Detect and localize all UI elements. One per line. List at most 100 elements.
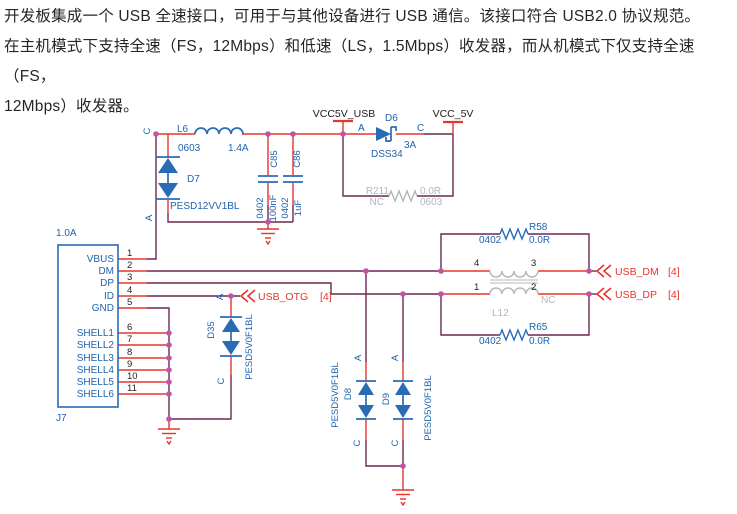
l12-pin4-number: 4 [474,258,479,269]
usb-dm-net-label: USB_DM [615,266,659,278]
l6-inductor-icon [194,127,244,135]
r211-right-leg [417,134,454,197]
vbus-wire [147,134,157,260]
j7-pin-number: 9 [127,359,132,370]
c86-capacitor-icon [283,175,303,183]
l12-choke-icon [489,270,539,295]
d7-triangle-down [158,183,178,198]
r211-left-leg [342,134,389,197]
d35-return-wire [169,375,232,420]
d6-ref-label: D6 [385,113,398,124]
j7-pin-number: 5 [127,297,132,308]
j7-pin-number: 11 [127,383,137,394]
d9-triangle-up [395,382,411,395]
r65-footprint-label: 0402 [479,336,502,347]
usb-dm-offpage-arrow-icon [595,264,612,278]
r58-value-label: 0.0R [529,235,550,246]
d6-schottky-hooks [385,126,397,142]
j7-pin-name: SHELL3 [77,353,115,364]
d9-triangle-down [395,405,411,418]
d9-ref-label: D9 [381,393,392,405]
j7-pin-name: VBUS [87,254,115,265]
j7-pin-name: SHELL6 [77,389,115,400]
l12-pin1-number: 1 [474,282,479,293]
d7-pin-c-label: C [142,127,153,134]
r65-resistor-icon [499,328,529,342]
cap-ground-rail [167,213,293,223]
j7-pin-number: 10 [127,371,138,382]
j7-pin-name: SHELL4 [77,365,115,376]
d35-ref-label: D35 [206,321,217,338]
r211-footprint-label: 0603 [420,197,443,208]
r65-ref-label: R65 [529,322,548,333]
j7-pin-number: 3 [127,272,132,283]
vcc5v-usb-label: VCC5V_USB [313,108,375,120]
j7-pin-name: DM [98,266,114,277]
r211-ref-label: R211 [366,186,390,197]
j7-pin-number: 6 [127,322,132,333]
j7-pin-number: 7 [127,334,132,345]
c85-footprint-label: 0402 [255,197,266,218]
l12-status-label: NC [541,295,555,306]
r65-right-leg [528,294,590,336]
j7-connector-body [57,244,119,408]
d35-tvs-icon [220,316,242,357]
d6-schottky-icon [376,126,397,142]
junction-dots [153,131,592,469]
d8-triangle-up [358,382,374,395]
c86-value-label: 1uF [293,200,304,217]
j7-pin-name: GND [92,303,114,314]
r211-value-label: 0.0R [420,186,441,197]
d6-pin-a-label: A [358,123,365,134]
l12-top-winding [489,270,539,278]
intro-line-2: 在主机模式下支持全速（FS，12Mbps）和低速（LS，1.5Mbps）收发器，… [4,38,695,85]
d35-pin-c-label: C [216,377,227,384]
d35-triangle-down [222,341,240,355]
schematic-wires [147,133,597,467]
d8-part-label: PESD5V0F1BL [330,362,341,427]
usb-otg-sheet-label: [4] [320,291,332,303]
d6-triangle [376,127,391,141]
r58-footprint-label: 0402 [479,235,502,246]
r58-ref-label: R58 [529,222,548,233]
j7-pin-name: SHELL2 [77,340,115,351]
j7-pin-number: 8 [127,347,132,358]
schematic-pin-wires [118,121,589,490]
dp-wire [147,282,441,295]
d7-pin-a-label: A [144,214,155,221]
l12-ref-label: L12 [492,308,509,319]
l6-footprint-label: 0603 [178,143,201,154]
l12-bottom-winding [489,287,539,295]
d8-triangle-down [358,405,374,418]
usb-dp-net-label: USB_DP [615,289,657,301]
d6-part-label: DSS34 [371,149,403,160]
gnd-shell-bus [147,307,170,419]
l6-rating-label: 1.4A [228,143,249,154]
d9-part-label: PESD5V0F1BL [423,375,434,440]
gnd-chevron [400,501,406,507]
d8-pin-c-label: C [352,439,363,446]
d6-pin-c-label: C [417,123,424,134]
d7-triangle-up [158,158,178,173]
r211-status-label: NC [370,197,384,208]
j7-pin-number: 2 [127,260,132,271]
j7-rating-label: 1.0A [56,228,77,239]
c85-value-label: 100nF [268,194,279,221]
power-symbols [333,119,463,124]
d9-pin-a-label: A [390,354,401,361]
d8-ground-wire [365,440,403,467]
j7-pin-name: ID [104,291,114,302]
d8-tvs-icon [356,380,376,420]
d35-triangle-up [222,318,240,332]
vcc-5v-label: VCC_5V [433,108,474,120]
r65-left-leg [440,294,500,336]
c85-capacitor-icon [258,175,278,183]
d6-rating-label: 3A [404,140,417,151]
j7-pin-name: SHELL5 [77,377,115,388]
usb-otg-net-label: USB_OTG [258,291,308,303]
j7-pin-name: SHELL1 [77,328,115,339]
d9-tvs-icon [393,380,413,420]
c86-footprint-label: 0402 [280,197,291,218]
intro-line-3: 12Mbps）收发器。 [4,98,139,115]
